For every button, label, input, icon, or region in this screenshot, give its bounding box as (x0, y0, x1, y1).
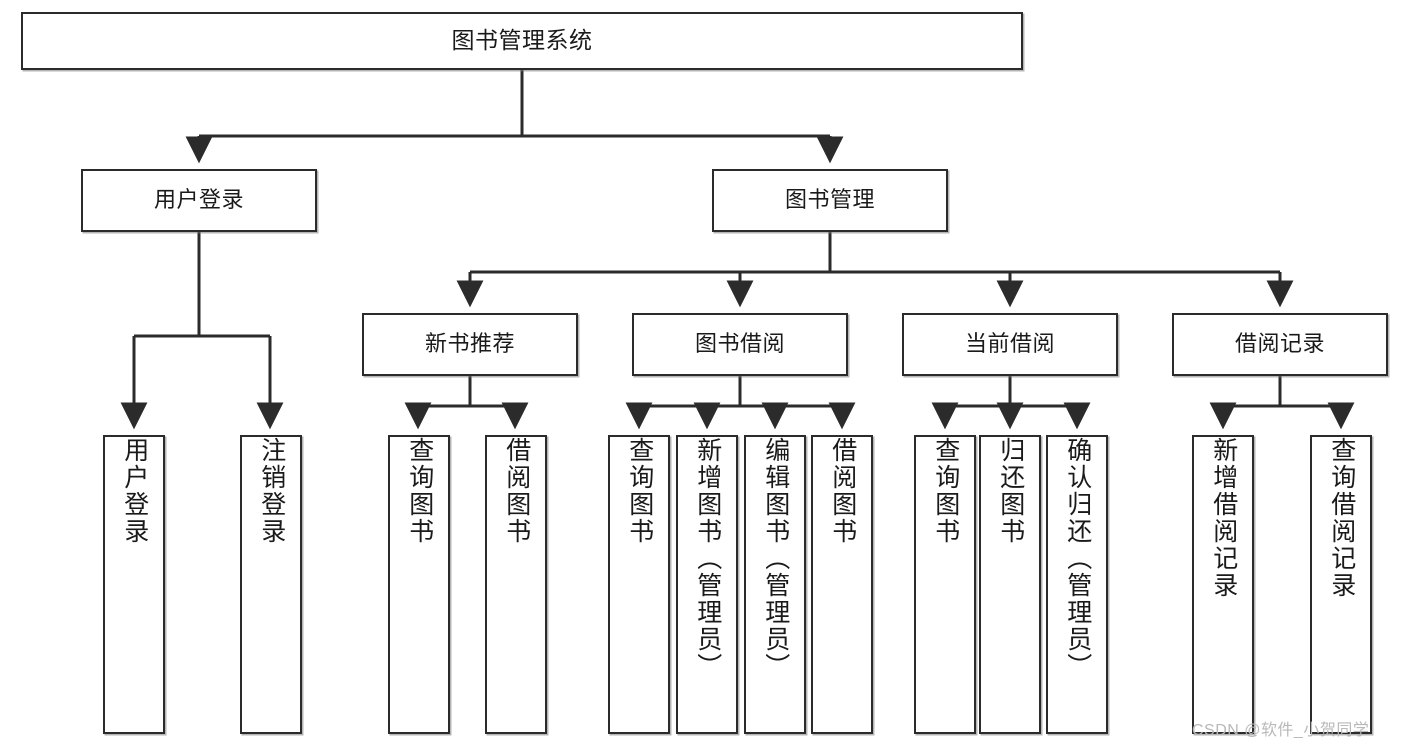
leaf-borrow-book-1-label: 借阅图书 (502, 437, 531, 545)
node-borrow-record[interactable]: 借阅记录 (1172, 313, 1388, 376)
watermark: CSDN @软件_小贺同学 (1192, 722, 1370, 739)
node-root-label: 图书管理系统 (451, 27, 593, 54)
leaf-borrow-book-1[interactable]: 借阅图书 (485, 435, 547, 734)
node-book-borrow[interactable]: 图书借阅 (632, 313, 848, 376)
node-new-book-recommend-label: 新书推荐 (424, 331, 515, 357)
leaf-return-book[interactable]: 归还图书 (979, 435, 1041, 734)
leaf-logout-login-label: 注销登录 (257, 437, 286, 545)
leaf-add-record[interactable]: 新增借阅记录 (1192, 435, 1254, 734)
leaf-confirm-return-label: 确认归还（管理员） (1063, 437, 1092, 680)
leaf-user-login[interactable]: 用户登录 (103, 435, 165, 734)
node-current-borrow[interactable]: 当前借阅 (902, 313, 1118, 376)
leaf-add-record-label: 新增借阅记录 (1209, 437, 1238, 599)
leaf-query-book-1[interactable]: 查询图书 (388, 435, 450, 734)
leaf-borrow-book-2[interactable]: 借阅图书 (811, 435, 873, 734)
leaf-query-book-2[interactable]: 查询图书 (608, 435, 670, 734)
leaf-query-book-3[interactable]: 查询图书 (914, 435, 976, 734)
node-user-login-label: 用户登录 (153, 187, 244, 213)
node-book-borrow-label: 图书借阅 (694, 331, 785, 357)
node-borrow-record-label: 借阅记录 (1234, 331, 1325, 357)
node-book-manage-label: 图书管理 (784, 187, 875, 213)
leaf-query-record-label: 查询借阅记录 (1327, 437, 1356, 599)
leaf-logout-login[interactable]: 注销登录 (240, 435, 302, 734)
leaf-query-record[interactable]: 查询借阅记录 (1310, 435, 1372, 734)
node-new-book-recommend[interactable]: 新书推荐 (362, 313, 578, 376)
node-root[interactable]: 图书管理系统 (21, 12, 1023, 70)
leaf-edit-book-label: 编辑图书（管理员） (761, 437, 790, 680)
leaf-return-book-label: 归还图书 (996, 437, 1025, 545)
leaf-user-login-label: 用户登录 (120, 437, 149, 545)
leaf-add-book[interactable]: 新增图书（管理员） (676, 435, 738, 734)
leaf-query-book-3-label: 查询图书 (931, 437, 960, 545)
leaf-add-book-label: 新增图书（管理员） (693, 437, 722, 680)
leaf-borrow-book-2-label: 借阅图书 (828, 437, 857, 545)
node-user-login[interactable]: 用户登录 (81, 169, 317, 232)
leaf-confirm-return[interactable]: 确认归还（管理员） (1046, 435, 1108, 734)
leaf-query-book-1-label: 查询图书 (405, 437, 434, 545)
node-book-manage[interactable]: 图书管理 (712, 169, 948, 232)
node-current-borrow-label: 当前借阅 (964, 331, 1055, 357)
leaf-query-book-2-label: 查询图书 (625, 437, 654, 545)
leaf-edit-book[interactable]: 编辑图书（管理员） (744, 435, 806, 734)
